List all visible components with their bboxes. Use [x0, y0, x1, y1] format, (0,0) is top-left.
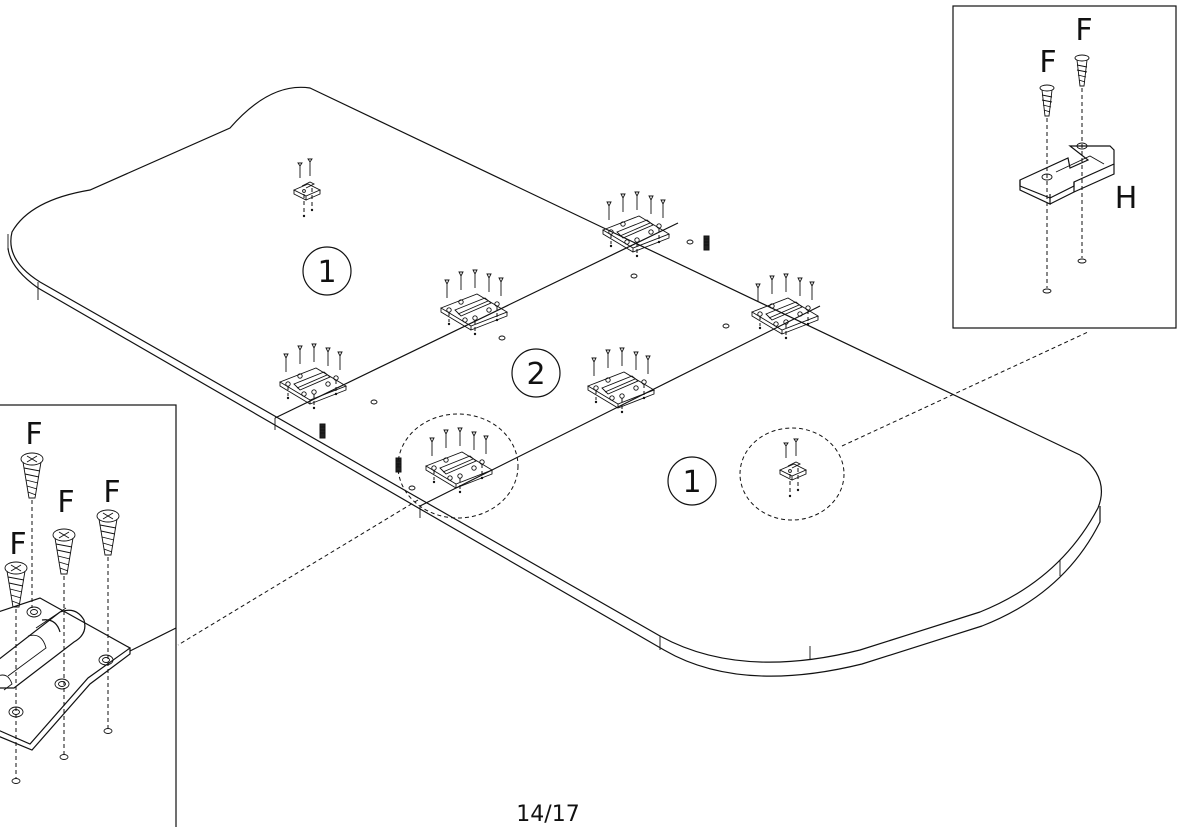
table-top — [7, 86, 1102, 677]
dowel-1 — [703, 235, 710, 251]
bracket-h-icon — [1019, 142, 1115, 205]
svg-text:F: F — [1039, 45, 1056, 80]
leader-line-bracket — [841, 331, 1089, 447]
bracket-right-panel — [779, 438, 807, 498]
detail-circle-bracket — [739, 427, 845, 521]
screw-icon — [96, 509, 120, 556]
bracket-detail-callout: F F H — [952, 5, 1177, 329]
part-number-2: 2 — [511, 348, 561, 398]
svg-text:F: F — [103, 475, 120, 510]
svg-text:1: 1 — [317, 255, 336, 290]
bracket-left-panel — [293, 158, 321, 218]
detail-circle-hinge — [397, 413, 519, 519]
part-number-1-left: 1 — [302, 246, 352, 296]
svg-text:F: F — [9, 527, 26, 562]
hinge-upper-middle — [440, 269, 508, 336]
svg-text:1: 1 — [682, 465, 701, 500]
bracket-label-h: H — [1115, 181, 1138, 216]
screw-icon — [1074, 54, 1090, 87]
screw-icon — [4, 561, 28, 608]
svg-text:F: F — [25, 417, 42, 452]
hinge-lower-left — [425, 427, 493, 494]
svg-text:2: 2 — [526, 357, 545, 392]
hinge-lower-middle — [587, 347, 655, 414]
screw-icon — [1039, 84, 1055, 117]
leader-line-hinge — [177, 499, 419, 646]
dowel-holes — [370, 239, 730, 491]
screw-icon — [52, 528, 76, 575]
hinge-icon — [0, 597, 132, 751]
svg-text:F: F — [1075, 13, 1092, 48]
part-number-1-right: 1 — [667, 456, 717, 506]
screw-icon — [20, 452, 44, 499]
page-number: 14/17 — [516, 802, 579, 827]
svg-text:F: F — [57, 485, 74, 520]
hinge-top-right — [602, 191, 670, 258]
hinge-right — [751, 273, 819, 340]
hinge-detail-callout: F F F F — [0, 404, 177, 827]
dowel-2 — [319, 423, 326, 439]
